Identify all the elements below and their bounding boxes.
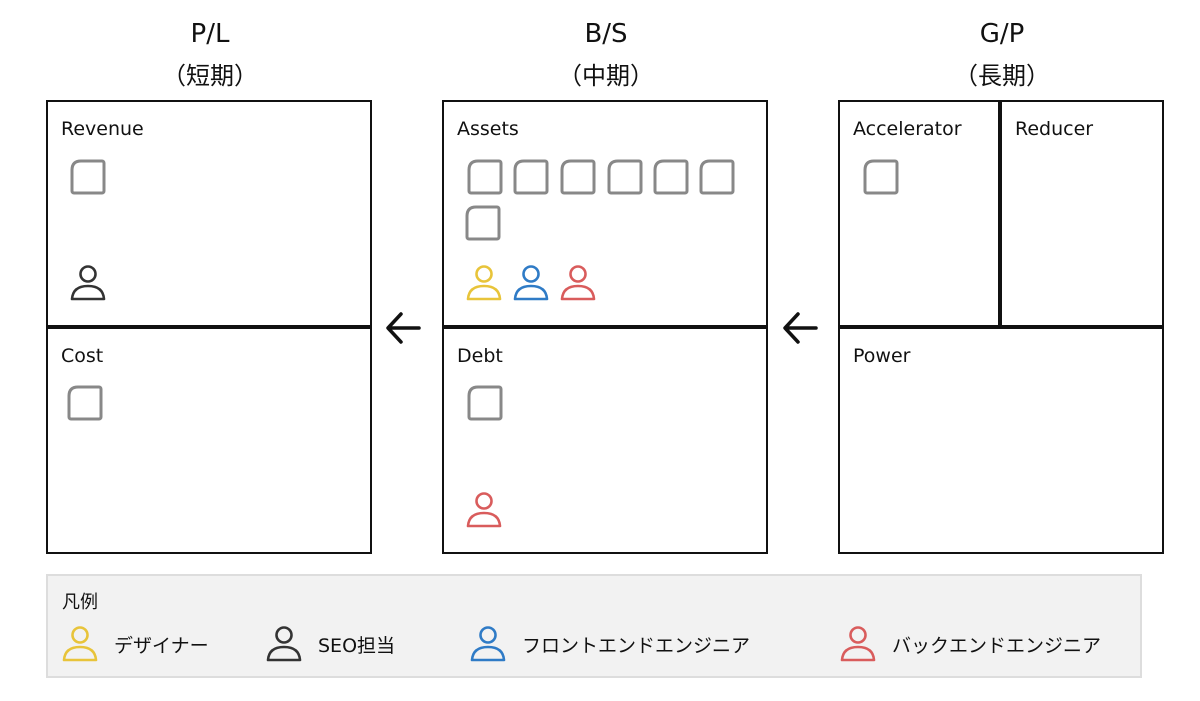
person-icon: [470, 626, 506, 662]
legend-item-frontend: フロントエンドエンジニア: [468, 624, 750, 664]
arrow-left-icon: [386, 312, 421, 344]
gp-subtitle: （長期）: [954, 62, 1050, 90]
gp-vertical-divider: [998, 100, 1002, 327]
bs-title: B/S （中期）: [441, 18, 771, 92]
pl-divider: [46, 325, 372, 329]
card-icon[interactable]: [862, 158, 900, 196]
gp-divider: [838, 325, 1164, 329]
legend-label: バックエンドエンジニア: [892, 634, 1102, 657]
gp-title-text: G/P: [979, 19, 1025, 49]
bs-subtitle: （中期）: [558, 62, 654, 90]
person-icon: [62, 626, 98, 662]
legend-label: フロントエンドエンジニア: [522, 634, 751, 657]
person-icon[interactable]: [511, 263, 551, 303]
accelerator-label: Accelerator: [853, 118, 962, 140]
debt-label: Debt: [457, 345, 503, 367]
bs-divider: [442, 325, 768, 329]
person-icon[interactable]: [558, 263, 598, 303]
legend-item-designer: デザイナー: [60, 624, 209, 664]
person-icon: [266, 626, 302, 662]
card-icon[interactable]: [606, 158, 644, 196]
legend: 凡例 デザイナー SEO担当 フロントエンドエンジニア バックエンドエンジニア: [46, 574, 1142, 678]
card-icon[interactable]: [69, 158, 107, 196]
legend-label: SEO担当: [318, 634, 396, 657]
cost-label: Cost: [61, 345, 104, 367]
legend-title: 凡例: [62, 592, 98, 613]
person-icon: [840, 626, 876, 662]
bs-title-text: B/S: [584, 19, 628, 49]
person-icon[interactable]: [464, 263, 504, 303]
card-icon[interactable]: [559, 158, 597, 196]
pl-title-text: P/L: [190, 19, 230, 49]
card-icon[interactable]: [512, 158, 550, 196]
legend-item-backend: バックエンドエンジニア: [838, 624, 1101, 664]
legend-label: デザイナー: [114, 634, 209, 657]
gp-title: G/P （長期）: [837, 18, 1167, 92]
card-icon[interactable]: [466, 384, 504, 422]
person-icon[interactable]: [68, 263, 108, 303]
card-icon[interactable]: [66, 384, 104, 422]
card-icon[interactable]: [698, 158, 736, 196]
legend-item-seo: SEO担当: [264, 624, 395, 664]
card-icon[interactable]: [652, 158, 690, 196]
pl-title: P/L （短期）: [45, 18, 375, 92]
arrow-left-icon: [783, 312, 818, 344]
reducer-label: Reducer: [1015, 118, 1094, 140]
card-icon[interactable]: [466, 158, 504, 196]
assets-label: Assets: [457, 118, 519, 140]
revenue-label: Revenue: [61, 118, 144, 140]
card-icon[interactable]: [464, 204, 502, 242]
power-label: Power: [853, 345, 911, 367]
pl-subtitle: （短期）: [162, 62, 258, 90]
person-icon[interactable]: [464, 490, 504, 530]
